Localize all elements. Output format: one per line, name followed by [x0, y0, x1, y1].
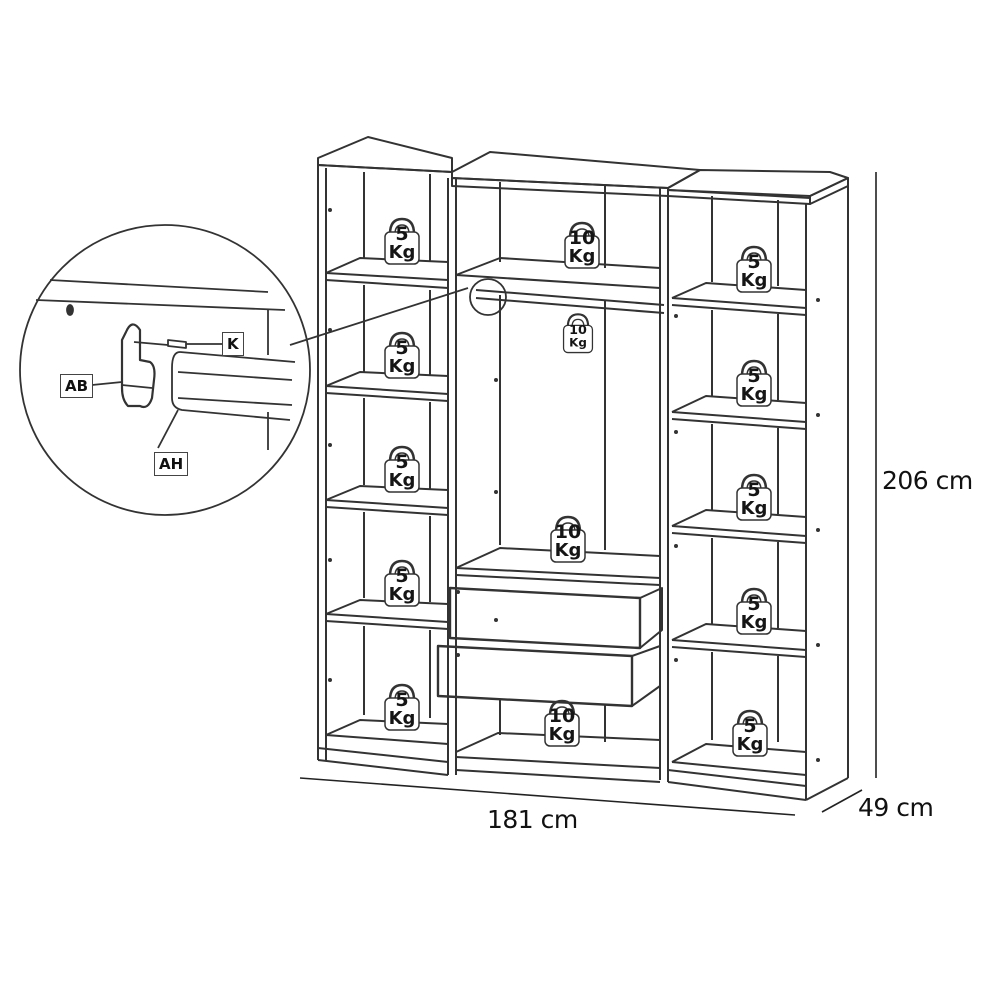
padlock-icon	[736, 245, 772, 293]
weight-label-center-top-shelf: 10 Kg	[560, 220, 604, 270]
weight-unit: Kg	[740, 498, 768, 519]
weight-value: 5	[747, 593, 761, 615]
part-label-k: K	[222, 332, 244, 356]
weight-label-right-1: 5 Kg	[732, 244, 776, 294]
padlock-icon	[384, 331, 420, 379]
padlock-icon	[732, 709, 768, 757]
padlock-icon	[736, 359, 772, 407]
padlock-icon	[544, 699, 580, 747]
center-unit	[436, 182, 669, 783]
weight-unit: Kg	[736, 734, 764, 755]
weight-unit: Kg	[388, 470, 416, 491]
padlock-icon	[384, 217, 420, 265]
padlock-icon	[550, 515, 586, 563]
weight-label-left-5: 5 Kg	[380, 682, 424, 732]
weight-value: 10	[554, 521, 582, 543]
top-panels	[317, 136, 849, 205]
weight-unit: Kg	[554, 540, 582, 561]
weight-label-center-mid-shelf: 10 Kg	[546, 514, 590, 564]
weight-unit: Kg	[740, 384, 768, 405]
weight-value: 5	[747, 479, 761, 501]
weight-unit: Kg	[740, 612, 768, 633]
weight-unit: Kg	[388, 708, 416, 729]
weight-label-right-5: 5 Kg	[728, 708, 772, 758]
weight-value: 5	[395, 451, 409, 473]
weight-unit: Kg	[388, 584, 416, 605]
weight-value: 5	[395, 337, 409, 359]
padlock-icon	[384, 683, 420, 731]
right-unit	[667, 186, 849, 801]
weight-unit: Kg	[548, 724, 576, 745]
weight-value: 5	[743, 715, 757, 737]
height-dimension: 206 cm	[882, 466, 973, 495]
dimension-lines	[299, 172, 877, 816]
padlock-icon	[736, 473, 772, 521]
padlock-icon	[384, 445, 420, 493]
weight-unit: Kg	[569, 336, 587, 350]
weight-unit: Kg	[740, 270, 768, 291]
part-label-ah: AH	[154, 452, 189, 476]
weight-label-right-3: 5 Kg	[732, 472, 776, 522]
detail-callout	[19, 224, 507, 516]
weight-label-left-3: 5 Kg	[380, 444, 424, 494]
weight-value: 5	[395, 689, 409, 711]
weight-value: 5	[747, 251, 761, 273]
weight-label-left-1: 5 Kg	[380, 216, 424, 266]
hole-markers	[328, 208, 820, 762]
weight-label-right-2: 5 Kg	[732, 358, 776, 408]
weight-value: 5	[747, 365, 761, 387]
padlock-icon	[384, 559, 420, 607]
weight-value: 5	[395, 565, 409, 587]
weight-label-left-4: 5 Kg	[380, 558, 424, 608]
weight-label-center-rail: 10 Kg	[559, 312, 596, 355]
weight-unit: Kg	[388, 356, 416, 377]
weight-unit: Kg	[568, 246, 596, 267]
weight-value: 10	[568, 227, 596, 249]
depth-dimension: 49 cm	[858, 793, 934, 822]
width-dimension: 181 cm	[487, 805, 578, 834]
part-label-ab: AB	[60, 374, 94, 398]
weight-label-right-4: 5 Kg	[732, 586, 776, 636]
padlock-icon	[562, 313, 594, 354]
weight-label-left-2: 5 Kg	[380, 330, 424, 380]
weight-unit: Kg	[388, 242, 416, 263]
weight-value: 10	[548, 705, 576, 727]
weight-value: 10	[569, 321, 587, 338]
padlock-icon	[564, 221, 600, 269]
weight-value: 5	[395, 223, 409, 245]
padlock-icon	[736, 587, 772, 635]
weight-label-center-bottom: 10 Kg	[540, 698, 584, 748]
